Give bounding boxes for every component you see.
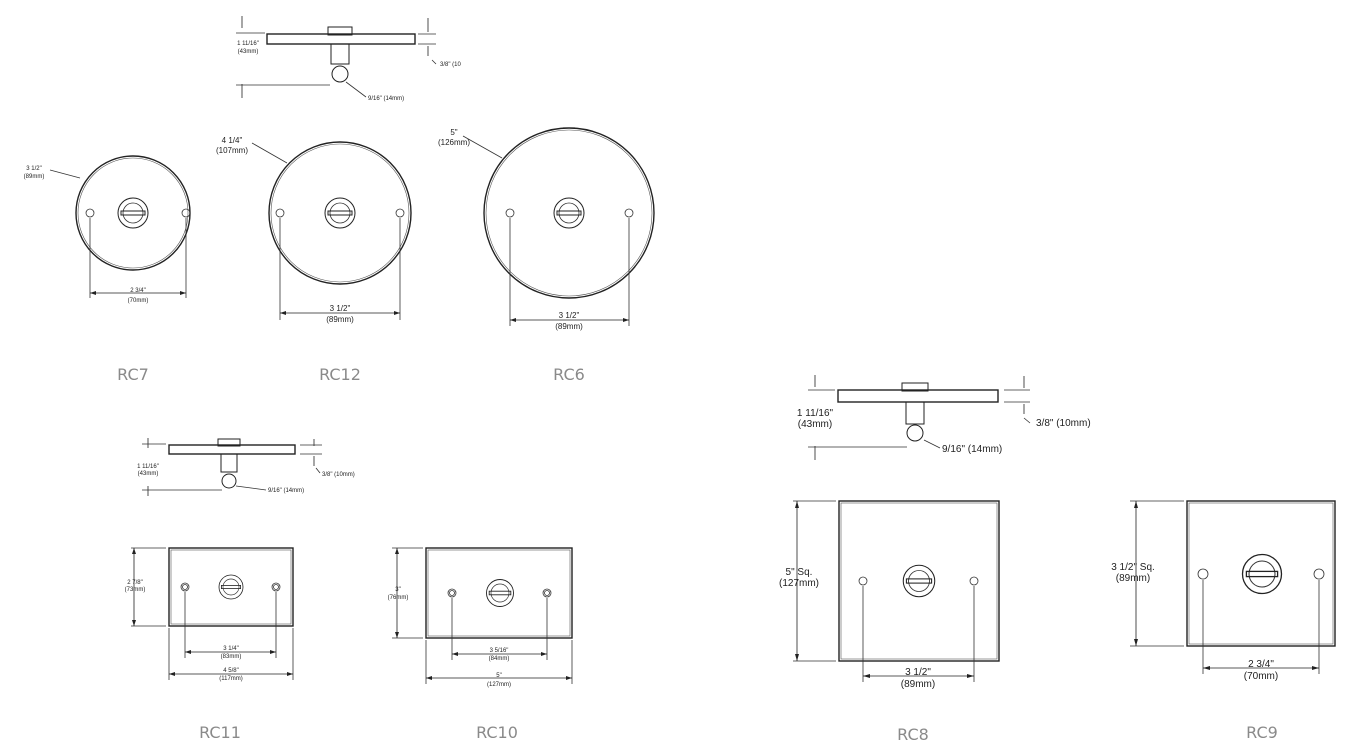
rc12-diam-mm: (107mm) <box>216 146 248 155</box>
rc8-holes-in: 3 1/2" <box>905 667 931 678</box>
rc7-model-label: RC7 <box>117 365 149 384</box>
side-view-square: 1 11/16" (43mm) 3/8" (10mm) 9/16" (14mm) <box>797 375 1091 460</box>
rc9-plate <box>1186 500 1336 647</box>
plate-thickness-label: 3/8" (10mm) <box>1036 418 1091 429</box>
height-mm-label: (43mm) <box>798 419 832 430</box>
rc12-plate <box>268 141 412 285</box>
side-view-round: 1 11/16" (43mm) 3/8" (10 9/16" (14mm) <box>236 16 461 102</box>
height-in-label: 1 11/16" <box>137 464 159 470</box>
eye-size-label: 9/16" (14mm) <box>368 96 404 102</box>
rc10-drawing: 3" (76mm) 3 5/16" (84mm) 5" (127mm) RC10 <box>388 547 573 742</box>
rc10-width-in: 5" <box>496 673 501 679</box>
height-mm-label: (43mm) <box>138 471 159 477</box>
rc11-holes-in: 3 1/4" <box>223 646 238 652</box>
height-in-label: 1 11/16" <box>237 41 259 47</box>
rc8-size-mm: (127mm) <box>779 578 819 589</box>
rc7-diam-in: 3 1/2" <box>26 166 41 172</box>
rc8-model-label: RC8 <box>897 725 929 744</box>
side-plate <box>837 389 999 403</box>
rc11-width-mm: (117mm) <box>219 676 243 682</box>
rc6-drawing: 3 1/2" (89mm) 5" (126mm) RC6 <box>438 127 655 384</box>
rc11-height-mm: (73mm) <box>125 587 146 593</box>
rc9-holes-in: 2 3/4" <box>1248 659 1274 670</box>
rc10-height-mm: (76mm) <box>388 595 409 601</box>
rc8-drawing: 5" Sq. (127mm) 3 1/2" (89mm) RC8 <box>779 500 1000 744</box>
eye-size-label: 9/16" (14mm) <box>942 444 1002 455</box>
rc7-plate <box>75 155 191 271</box>
rc9-size-mm: (89mm) <box>1116 573 1150 584</box>
rc12-drawing: 3 1/2" (89mm) 4 1/4" (107mm) RC12 <box>216 136 412 384</box>
eye-size-label: 9/16" (14mm) <box>268 488 304 494</box>
rc7-drawing: 2 3/4" (70mm) 3 1/2" (89mm) RC7 <box>24 155 191 384</box>
rc8-size-in: 5" Sq. <box>786 567 813 578</box>
rc11-drawing: 2 7/8" (73mm) 3 1/4" (83mm) 4 5/8" (117m… <box>125 547 294 742</box>
rc11-width-in: 4 5/8" <box>223 668 238 674</box>
side-view-rect: 1 11/16" (43mm) 3/8" (10mm) 9/16" (14mm) <box>137 438 355 496</box>
rc10-model-label: RC10 <box>476 723 518 742</box>
plate-thickness-label: 3/8" (10 <box>440 62 461 68</box>
rc11-height-in: 2 7/8" <box>127 580 142 586</box>
height-mm-label: (43mm) <box>238 49 259 55</box>
rc6-holes-mm: (89mm) <box>555 322 583 331</box>
rc9-holes-mm: (70mm) <box>1244 671 1278 682</box>
rc12-holes-in: 3 1/2" <box>330 304 351 313</box>
plate-thickness-label: 3/8" (10mm) <box>322 472 355 478</box>
rc9-model-label: RC9 <box>1246 723 1278 742</box>
rc8-plate <box>838 500 1000 662</box>
rc10-height-in: 3" <box>395 587 400 593</box>
rc10-plate <box>425 547 573 639</box>
rc10-holes-in: 3 5/16" <box>490 648 509 654</box>
rc7-holes-mm: (70mm) <box>128 298 149 304</box>
rc6-plate <box>483 127 655 299</box>
rc8-holes-mm: (89mm) <box>901 679 935 690</box>
rc12-holes-mm: (89mm) <box>326 315 354 324</box>
rc11-holes-mm: (83mm) <box>221 654 242 660</box>
rc12-model-label: RC12 <box>319 365 361 384</box>
rc7-diam-mm: (89mm) <box>24 174 45 180</box>
rc11-model-label: RC11 <box>199 723 241 742</box>
rc9-size-in: 3 1/2" Sq. <box>1111 562 1155 573</box>
rc10-width-mm: (127mm) <box>487 682 511 688</box>
rc7-holes-in: 2 3/4" <box>130 288 145 294</box>
rc6-diam-mm: (126mm) <box>438 138 470 147</box>
rc9-drawing: 3 1/2" Sq. (89mm) 2 3/4" (70mm) RC9 <box>1111 500 1336 742</box>
rc10-holes-mm: (84mm) <box>489 656 510 662</box>
rc6-holes-in: 3 1/2" <box>559 311 580 320</box>
rc6-diam-in: 5" <box>450 128 457 137</box>
rc12-diam-in: 4 1/4" <box>222 136 243 145</box>
rc6-model-label: RC6 <box>553 365 585 384</box>
height-in-label: 1 11/16" <box>797 408 834 419</box>
